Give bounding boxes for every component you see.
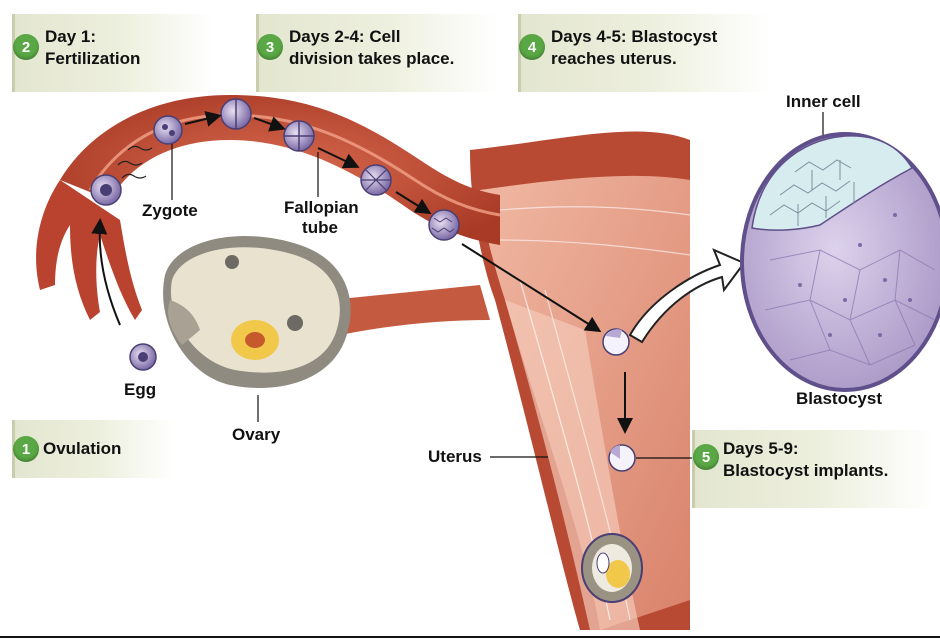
label-uterus: Uterus: [428, 447, 482, 467]
implanted-embryo: [582, 534, 642, 602]
step-line: reaches uterus.: [551, 48, 717, 70]
step-badge-2: 2: [13, 34, 39, 60]
two-cell-stage: [221, 99, 251, 129]
label-egg: Egg: [124, 380, 156, 400]
eight-cell-stage: [361, 165, 391, 195]
step-badge-4: 4: [519, 34, 545, 60]
bottom-rule: [0, 636, 940, 638]
label-line: tube: [284, 218, 356, 238]
label-fallopian-tube: Fallopian tube: [284, 198, 356, 238]
step-line: Blastocyst implants.: [723, 460, 888, 482]
blastocyst-in-uterus: [603, 329, 629, 355]
step-text-fertilization: Day 1: Fertilization: [45, 26, 140, 70]
step-line: Ovulation: [43, 438, 121, 460]
label-inner-cell: Inner cell: [786, 92, 861, 112]
morula: [429, 210, 459, 240]
step-line: division takes place.: [289, 48, 454, 70]
step-box-fertilization: 2 Day 1: Fertilization: [12, 14, 215, 92]
step-badge-3: 3: [257, 34, 283, 60]
uterus: [470, 131, 690, 630]
label-zygote: Zygote: [142, 201, 198, 221]
step-box-cell-division: 3 Days 2-4: Cell division takes place.: [256, 14, 499, 92]
label-line: Fallopian: [284, 198, 356, 218]
label-blastocyst: Blastocyst: [796, 389, 882, 409]
step-text-ovulation: Ovulation: [43, 438, 121, 460]
step-line: Days 5-9:: [723, 438, 888, 460]
step-box-implants: 5 Days 5-9: Blastocyst implants.: [692, 430, 935, 508]
step-box-reaches-uterus: 4 Days 4-5: Blastocyst reaches uterus.: [518, 14, 771, 92]
step-line: Fertilization: [45, 48, 140, 70]
step-text-cell-division: Days 2-4: Cell division takes place.: [289, 26, 454, 70]
zygote-cell: [154, 116, 182, 144]
step-line: Days 2-4: Cell: [289, 26, 454, 48]
blastocyst-implanting: [609, 445, 635, 471]
step-text-reaches-uterus: Days 4-5: Blastocyst reaches uterus.: [551, 26, 717, 70]
step-badge-1: 1: [13, 436, 39, 462]
ovarian-ligament: [330, 285, 490, 335]
egg-in-tube: [91, 175, 121, 205]
label-ovary: Ovary: [232, 425, 280, 445]
ovary-shape: [163, 236, 351, 388]
step-line: Days 4-5: Blastocyst: [551, 26, 717, 48]
step-line: Day 1:: [45, 26, 140, 48]
egg-released: [130, 344, 156, 370]
blastocyst-large: [742, 134, 940, 390]
four-cell-stage: [284, 121, 314, 151]
step-text-implants: Days 5-9: Blastocyst implants.: [723, 438, 888, 482]
step-box-ovulation: 1 Ovulation: [12, 420, 175, 478]
step-badge-5: 5: [693, 444, 719, 470]
